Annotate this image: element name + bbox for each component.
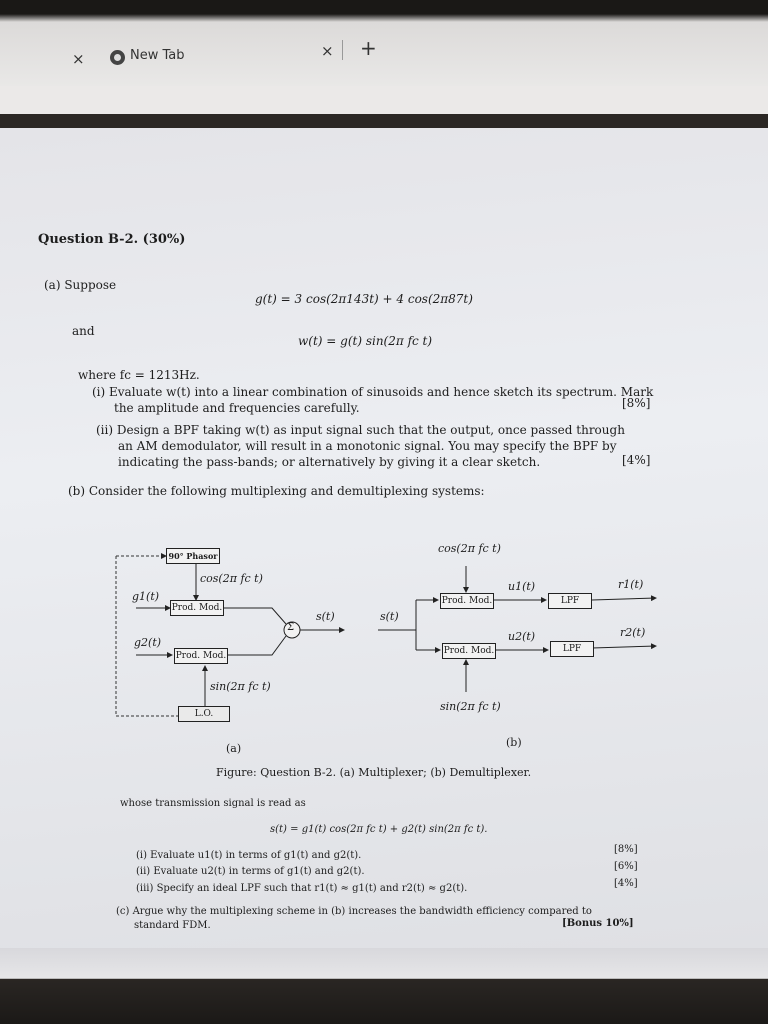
part-b-iii: (iii) Specify an ideal LPF such that r1(…	[136, 883, 468, 894]
part-b-i-marks: [8%]	[614, 844, 638, 855]
prod-mod-block-4: Prod. Mod.	[442, 643, 496, 659]
part-c-line1: (c) Argue why the multiplexing scheme in…	[116, 906, 592, 917]
browser-toolbar	[0, 86, 768, 114]
tab-new-tab[interactable]: New Tab	[96, 44, 326, 70]
lpf-block-2: LPF	[550, 641, 594, 657]
u1-label: u1(t)	[508, 580, 536, 593]
part-b-label: (b) Consider the following multiplexing …	[68, 484, 485, 498]
screen-bezel	[0, 114, 768, 132]
part-a-i-line1: (i) Evaluate w(t) into a linear combinat…	[92, 385, 654, 399]
part-c-line2: standard FDM.	[134, 920, 211, 931]
subfigure-a-label: (a)	[226, 742, 242, 755]
part-b-ii: (ii) Evaluate u2(t) in terms of g1(t) an…	[136, 866, 365, 877]
subfigure-b-label: (b)	[506, 736, 522, 749]
equation-g: g(t) = 3 cos(2π143t) + 4 cos(2π87t)	[255, 292, 473, 306]
g2-input-label: g2(t)	[134, 636, 162, 649]
phasor-90-block: 90° Phasor	[166, 548, 220, 564]
close-tab-icon[interactable]: ×	[321, 42, 334, 60]
u2-label: u2(t)	[508, 630, 536, 643]
part-b-ii-marks: [6%]	[614, 861, 638, 872]
equation-s: s(t) = g1(t) cos(2π fc t) + g2(t) sin(2π…	[270, 824, 488, 835]
screen-bottom-edge	[0, 948, 768, 1024]
prod-mod-block-1: Prod. Mod.	[170, 600, 224, 616]
and-text: and	[72, 324, 95, 338]
part-a-i-line2: the amplitude and frequencies carefully.	[114, 401, 360, 415]
carrier-cos-demux-label: cos(2π fc t)	[438, 542, 501, 555]
part-a-label: (a) Suppose	[44, 278, 117, 292]
close-tab-left-icon[interactable]: ×	[72, 50, 85, 68]
where-text: where fc = 1213Hz.	[78, 368, 200, 382]
part-c-marks: [Bonus 10%]	[562, 918, 634, 929]
s-input-label: s(t)	[380, 610, 399, 623]
g1-input-label: g1(t)	[132, 590, 160, 603]
lpf-block-1: LPF	[548, 593, 592, 609]
diagram-connections	[115, 553, 657, 717]
question-heading: Question B-2. (30%)	[38, 232, 186, 247]
carrier-sin-demux-label: sin(2π fc t)	[440, 700, 501, 713]
part-a-ii-marks: [4%]	[622, 453, 651, 467]
equation-w: w(t) = g(t) sin(2π fc t)	[298, 334, 433, 348]
part-a-ii-line1: (ii) Design a BPF taking w(t) as input s…	[96, 423, 625, 437]
part-a-ii-line3: indicating the pass-bands; or alternativ…	[118, 455, 541, 469]
tab-title: New Tab	[130, 48, 185, 63]
r1-label: r1(t)	[618, 578, 644, 591]
carrier-cos-mux-label: cos(2π fc t)	[200, 572, 263, 585]
prod-mod-block-3: Prod. Mod.	[440, 593, 494, 609]
transmission-text: whose transmission signal is read as	[120, 798, 306, 809]
new-tab-button[interactable]: +	[360, 36, 377, 60]
chrome-favicon-icon	[110, 50, 125, 65]
part-b-iii-marks: [4%]	[614, 878, 638, 889]
browser-tab-bar: × New Tab × +	[0, 0, 768, 86]
part-a-ii-line2: an AM demodulator, will result in a mono…	[118, 439, 617, 453]
sum-symbol: Σ	[287, 622, 295, 633]
figure-caption: Figure: Question B-2. (a) Multiplexer; (…	[216, 766, 532, 779]
r2-label: r2(t)	[620, 626, 646, 639]
prod-mod-block-2: Prod. Mod.	[174, 648, 228, 664]
s-output-label: s(t)	[316, 610, 335, 623]
tab-separator	[342, 40, 343, 60]
local-oscillator-block: L.O.	[178, 706, 230, 722]
carrier-sin-mux-label: sin(2π fc t)	[210, 680, 271, 693]
part-a-i-marks: [8%]	[622, 396, 651, 410]
exam-document: Question B-2. (30%) (a) Suppose g(t) = 3…	[0, 128, 768, 948]
part-b-i: (i) Evaluate u1(t) in terms of g1(t) and…	[136, 850, 362, 861]
block-diagram: 90° Phasor cos(2π fc t) g1(t) Prod. Mod.…	[0, 528, 768, 768]
